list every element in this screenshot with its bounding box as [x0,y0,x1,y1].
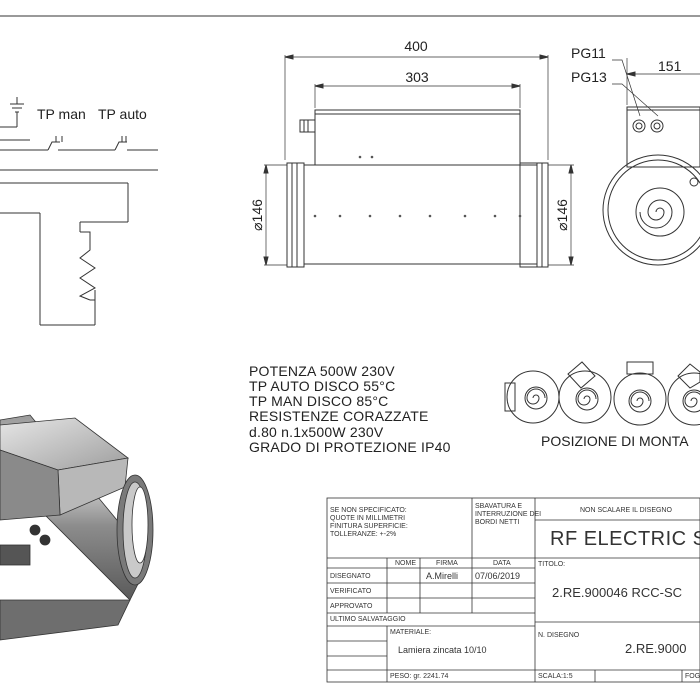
tolerance-note-line: TOLLERANZE: +-2% [330,531,397,538]
spec-line-diameter: d.80 n.1x500W 230V [249,424,384,440]
titolo-value: 2.RE.900046 RCC-SC [552,585,683,600]
row-verificato: VERIFICATO [330,588,372,595]
col-firma: FIRMA [436,560,458,567]
row-approvato: APPROVATO [330,603,373,610]
col-data: DATA [493,560,511,567]
product-title: RF ELECTRIC S [550,528,700,550]
deburr-note-line: BORDI NETTI [475,519,520,526]
row-ultimo-salvataggio: ULTIMO SALVATAGGIO [330,616,406,623]
tolerance-note-line: SE NON SPECIFICATO: [330,507,407,514]
titolo-label: TITOLO: [538,561,566,568]
mounting-label: POSIZIONE DI MONTA [541,433,689,449]
front-elevation [263,54,574,268]
deburr-note-line: SBAVATURA E [475,503,523,510]
deburr-note: SBAVATURA E INTERRUZIONE DEI BORDI NETTI [475,503,541,527]
tp-auto-label: TP auto [98,106,147,122]
dim-diameter-right: ⌀146 [554,199,570,231]
dim-146-left: 146 [249,199,265,223]
materiale-label: MATERIALE: [390,629,432,636]
isometric-view [0,414,154,641]
n-disegno-label: N. DISEGNO [538,632,580,639]
side-view [602,58,700,266]
mount-pos-3 [613,361,667,426]
spec-line-tp-man: TP MAN DISCO 85°C [249,393,389,409]
materiale-value: Lamiera zincata 10/10 [398,645,487,655]
no-scale-note: NON SCALARE IL DISEGNO [580,507,672,514]
dim-400: 400 [404,38,428,54]
dim-151: 151 [658,58,682,74]
spec-line-power: POTENZA 500W 230V [249,363,395,379]
firma-value: A.Mirelli [426,571,459,581]
dim-146-right: 146 [554,199,570,223]
rivet-dots [313,155,522,218]
diameter-symbol: ⌀ [554,222,570,230]
scala-value: SCALA:1:5 [538,673,573,680]
diameter-symbol: ⌀ [249,222,265,230]
col-nome: NOME [395,560,416,567]
tp-man-label: TP man [37,106,86,122]
row-disegnato: DISEGNATO [330,573,371,580]
tolerance-note: SE NON SPECIFICATO: QUOTE IN MILLIMETRI … [330,507,408,539]
mount-pos-2 [558,361,612,424]
n-disegno-value: 2.RE.9000 [625,641,687,656]
spec-line-protection: GRADO DI PROTEZIONE IP40 [249,439,451,455]
peso-value: PESO: gr. 2241.74 [390,673,449,680]
foglio-label: FOG [685,673,700,680]
wiring-schematic [0,97,158,326]
mounting-positions [504,361,700,426]
deburr-note-line: INTERRUZIONE DEI [475,511,542,518]
mount-pos-4 [667,363,700,426]
dim-303: 303 [405,69,429,85]
spec-line-tp-auto: TP AUTO DISCO 55°C [249,378,396,394]
tolerance-note-line: QUOTE IN MILLIMETRI [330,515,406,522]
tolerance-note-line: FINITURA SUPERFICIE: [330,523,408,530]
mount-pos-1 [504,370,560,424]
title-block-grid [326,497,700,683]
pg11-label: PG11 [571,45,606,61]
dim-diameter-left: ⌀146 [249,199,265,231]
pg13-label: PG13 [571,69,607,85]
data-value: 07/06/2019 [475,571,521,581]
spec-line-resistances: RESISTENZE CORAZZATE [249,408,429,424]
